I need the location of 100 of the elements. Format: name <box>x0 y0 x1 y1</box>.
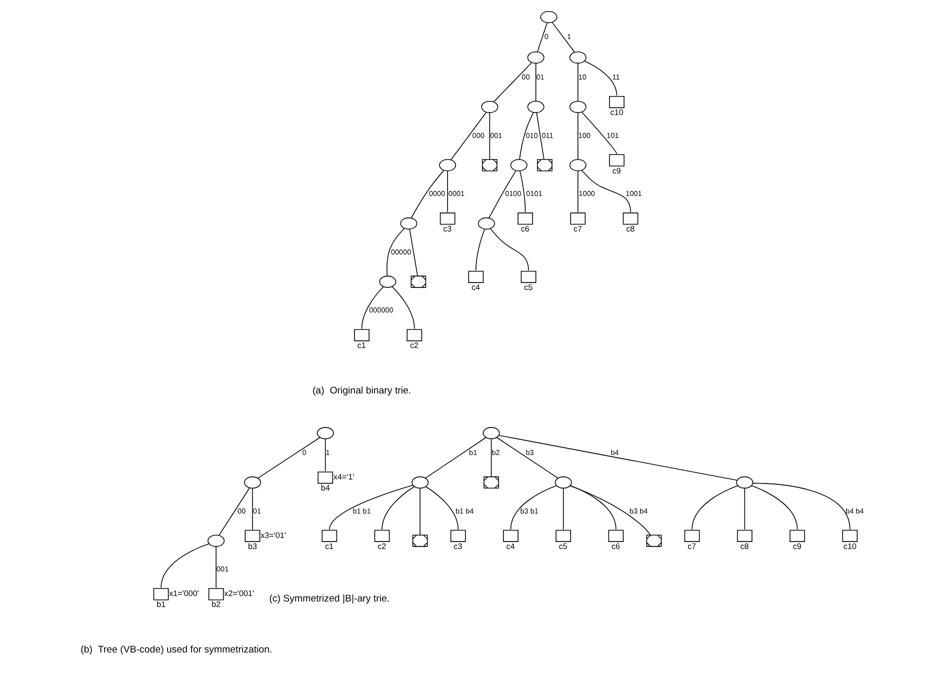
connector <box>215 546 216 588</box>
node-box <box>354 329 369 342</box>
label: (a) Original binary trie. <box>312 386 411 397</box>
edge-label: 001 <box>216 564 228 574</box>
edge-label: 0101 <box>526 189 542 198</box>
node-circle <box>736 476 753 489</box>
edge-label: b1 <box>468 448 477 458</box>
node-box <box>439 212 455 225</box>
label: (c) Symmetrized |B|-ary trie. <box>268 594 390 605</box>
node-box <box>555 530 571 542</box>
edge-label: 1 <box>325 448 330 458</box>
node-box <box>684 530 700 542</box>
edge-label: 00000 <box>390 247 411 256</box>
node-box <box>608 530 624 542</box>
connector <box>752 482 850 530</box>
edge-label: b3 b4 <box>629 506 648 516</box>
connector <box>381 486 414 530</box>
node-label: c8 <box>740 542 748 551</box>
node-label: x3='01' <box>260 530 286 540</box>
connector <box>425 486 458 530</box>
connector <box>584 60 617 96</box>
node-circle <box>400 217 417 230</box>
node-label: c10 <box>610 108 623 117</box>
connector <box>490 438 492 478</box>
node-box <box>406 329 422 342</box>
node-label: c9 <box>612 166 620 176</box>
connector <box>419 488 420 536</box>
edge-label: 100 <box>578 130 590 140</box>
node-box <box>450 530 466 542</box>
node-box <box>517 212 532 225</box>
node-box <box>842 530 858 542</box>
node-circle <box>510 159 527 172</box>
node-circle <box>482 427 500 440</box>
node-label: c10 <box>842 542 856 551</box>
node-label: x2='001' <box>224 589 254 598</box>
node-circle <box>477 217 494 230</box>
node-box <box>622 212 638 225</box>
edge-label: 00 <box>521 72 530 82</box>
node-label: c5 <box>524 282 532 292</box>
edge-label: 000000 <box>368 306 393 315</box>
edge-label: 0100 <box>504 189 521 198</box>
node-box <box>208 588 224 600</box>
connector <box>160 543 210 588</box>
edge-label: 1000 <box>578 189 594 198</box>
node-circle <box>568 51 586 64</box>
node-label: c1 <box>356 341 366 350</box>
connector <box>562 488 564 530</box>
node-box <box>321 530 337 542</box>
connector <box>750 485 798 530</box>
connector <box>518 112 534 160</box>
node-circle <box>244 476 261 489</box>
node-label: x4='1' <box>332 472 354 482</box>
node-circle <box>411 476 428 489</box>
edge-label: b4 <box>610 448 618 458</box>
node-label: x1='000' <box>168 589 198 598</box>
node-box <box>608 96 624 108</box>
connector <box>519 170 526 213</box>
edge-label: 0001 <box>448 189 464 198</box>
node-label: c3 <box>453 542 462 551</box>
edge-label: 0 <box>302 448 306 458</box>
edge-label: 01 <box>252 506 261 516</box>
connector <box>489 228 528 271</box>
connector <box>551 22 575 53</box>
connector <box>257 437 320 478</box>
connector <box>577 112 578 160</box>
edge-label: b4 b4 <box>845 506 864 516</box>
node-label: c4 <box>470 282 480 292</box>
node-box <box>317 472 333 484</box>
edge-label: 10 <box>578 72 586 82</box>
node-box <box>736 530 752 542</box>
connector <box>218 488 250 536</box>
node-circle <box>526 100 544 113</box>
connector <box>492 62 532 102</box>
node-box <box>468 270 484 283</box>
node-circle <box>526 51 544 64</box>
node-label: c9 <box>792 542 801 551</box>
connector <box>569 485 650 536</box>
edge-label: 010 <box>525 130 538 140</box>
edge-label: b3 <box>525 448 534 458</box>
connector <box>580 170 630 213</box>
node-circle <box>568 159 586 172</box>
connector <box>386 228 404 276</box>
connector <box>488 112 490 160</box>
connector <box>580 112 617 154</box>
connector <box>475 228 485 271</box>
edge-label: 1001 <box>625 189 642 198</box>
edge-label: 11 <box>612 72 620 82</box>
edge-label: b3 b1 <box>520 506 538 516</box>
edge-label: 00 <box>237 506 246 516</box>
connector <box>691 485 738 530</box>
connector <box>498 434 738 481</box>
connector <box>536 112 544 160</box>
connector <box>577 170 578 213</box>
node-label: c6 <box>520 224 529 234</box>
connector <box>577 63 578 102</box>
connector <box>536 22 548 52</box>
connector <box>391 286 414 330</box>
node-label: b3 <box>248 542 257 551</box>
edge-label: 1 <box>566 32 571 42</box>
edge-label: 01 <box>536 72 544 82</box>
